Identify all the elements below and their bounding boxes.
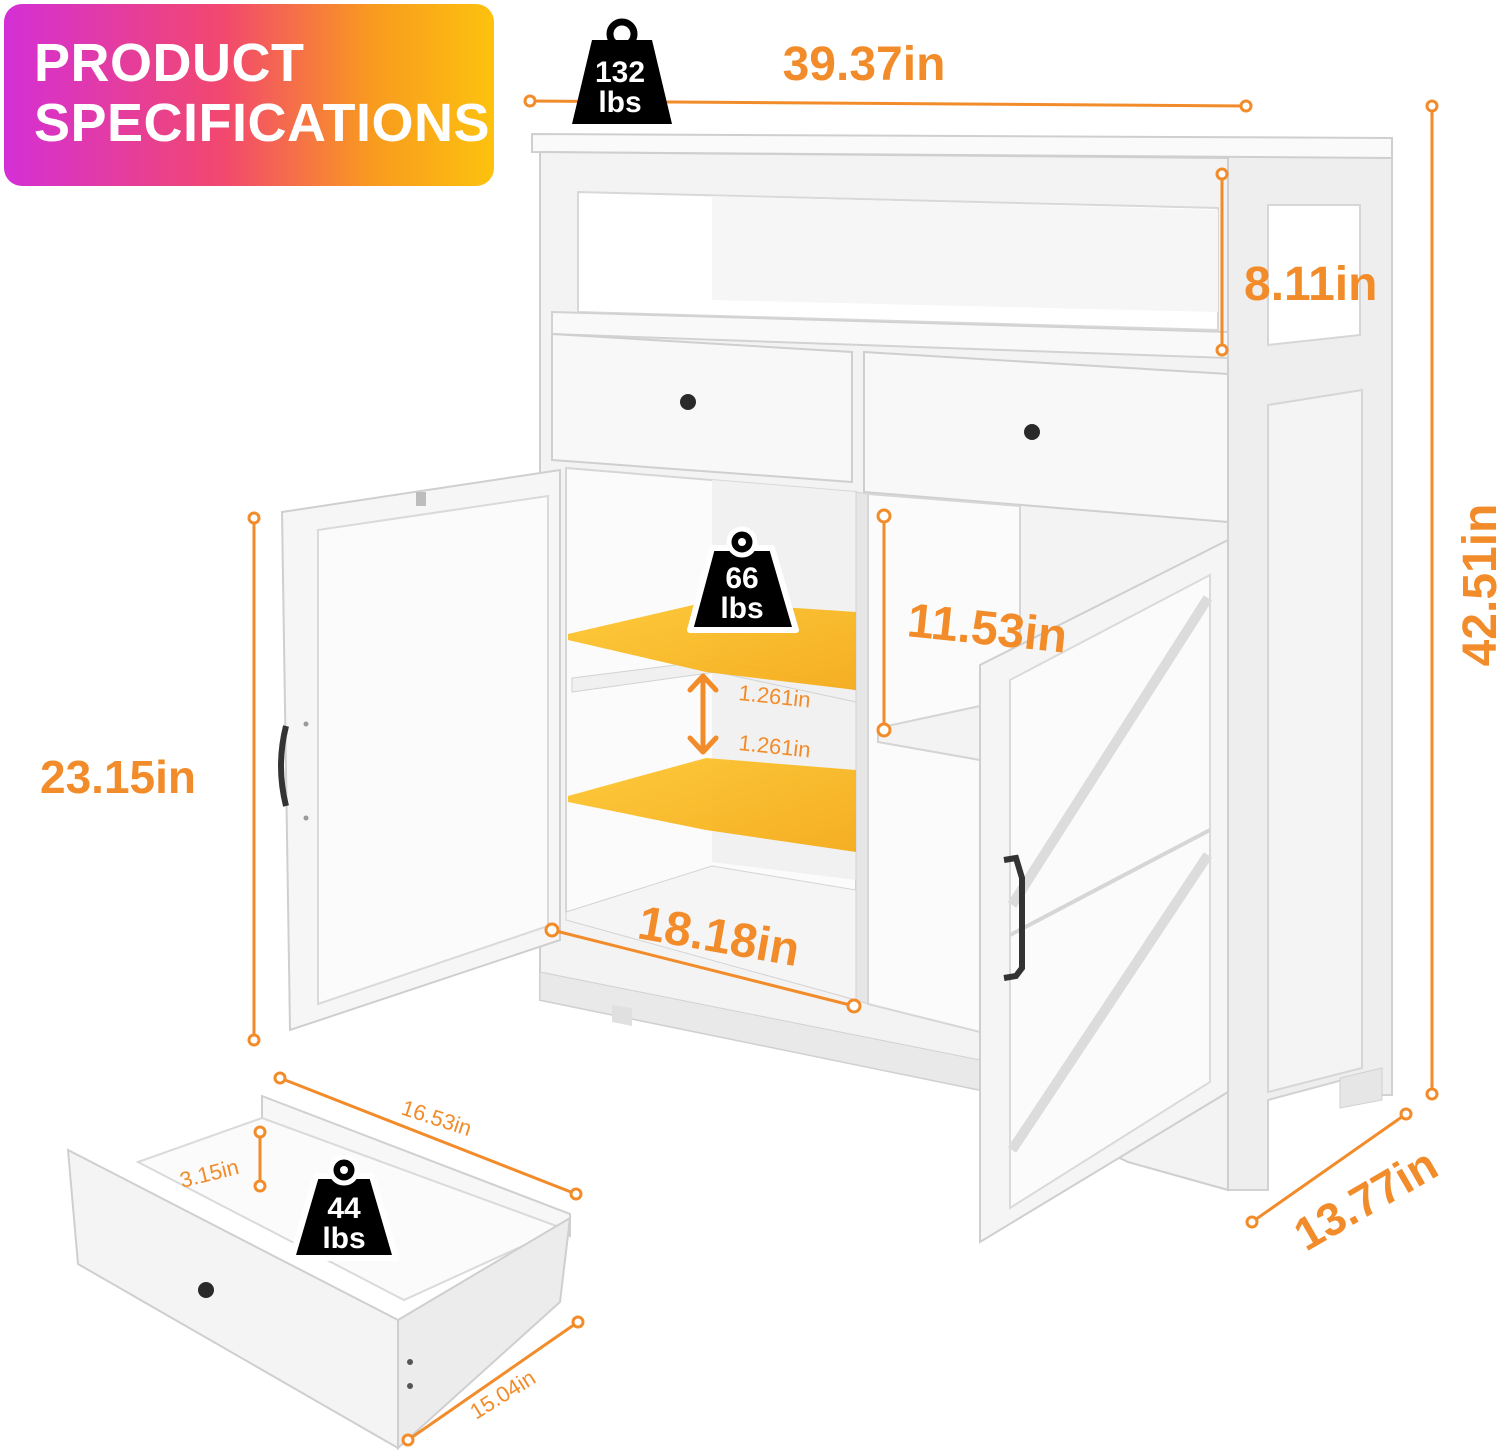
total-height-end-top <box>1425 99 1439 113</box>
label-total-height: 42.51in <box>1454 504 1500 667</box>
depth-end-left <box>1245 1215 1259 1229</box>
center-divider <box>855 491 869 1005</box>
weight-top-unit: lbs <box>598 86 641 119</box>
weight-badge-shelf: 66 lbs <box>687 526 799 633</box>
label-door-height: 23.15in <box>40 751 196 803</box>
drawer-knob[interactable] <box>198 1282 214 1298</box>
depth-end-right <box>1399 1107 1413 1121</box>
top-shelf-back <box>712 196 1218 312</box>
drawer-length-line <box>279 1076 577 1196</box>
middle-shelf-board <box>551 310 1229 360</box>
drawer-back <box>261 1094 571 1238</box>
drawer-width-line <box>407 1320 579 1442</box>
inner-width-line <box>551 928 855 1008</box>
left-door-hinge-1 <box>303 721 309 727</box>
left-door-inset <box>317 494 549 1006</box>
barn-brace-upper <box>1007 595 1213 908</box>
top-shelf-height-end-bottom <box>1215 343 1229 357</box>
barn-brace-lower <box>1007 852 1213 1153</box>
label-width: 39.37in <box>783 38 946 91</box>
top-shelf-height-end-top <box>1215 167 1229 181</box>
drawer-screw-1 <box>407 1359 413 1365</box>
product-specifications-banner: PRODUCT SPECIFICATIONS <box>4 4 494 186</box>
label-drawer-length: 16.53in <box>398 1095 474 1141</box>
inner-height-end-bottom <box>876 722 892 738</box>
right-door-inset <box>1009 573 1211 1210</box>
drawer-length-end-right <box>569 1187 583 1201</box>
right-drawer-knob[interactable] <box>1024 424 1040 440</box>
barn-middle-rail <box>1009 828 1211 937</box>
left-door-hinge-2 <box>303 815 309 821</box>
inner-width-end-right <box>846 998 862 1014</box>
weight-shelf-value: 66 <box>725 562 758 595</box>
side-panel-inset <box>1267 388 1363 1094</box>
left-door[interactable] <box>278 468 561 1032</box>
banner-title-line-1: PRODUCT <box>34 33 305 93</box>
right-drawer-front <box>863 350 1229 524</box>
width-end-right <box>1239 99 1253 113</box>
depth-line <box>1251 1112 1407 1224</box>
drawer-width-end-left <box>401 1433 415 1447</box>
shelf-highlight-lower <box>568 758 856 852</box>
inner-height-end-top <box>876 508 892 524</box>
banner-title-line-2: SPECIFICATIONS <box>34 93 491 153</box>
weight-drawer-value: 44 <box>327 1192 361 1225</box>
width-end-left <box>523 94 537 108</box>
weight-badge-top: 132 lbs <box>572 18 672 124</box>
base-foot-right <box>1339 1067 1383 1109</box>
inner-width-end-left <box>544 922 560 938</box>
left-drawer-knob[interactable] <box>680 394 696 410</box>
right-door-handle[interactable] <box>1003 854 1025 981</box>
left-door-handle[interactable] <box>278 725 289 807</box>
weight-badge-drawer: 44 lbs <box>289 1154 399 1261</box>
total-height-end-bottom <box>1425 1087 1439 1101</box>
cabinet-bottom-shelf <box>565 865 857 1001</box>
side-open-slot <box>1267 204 1361 347</box>
right-door[interactable] <box>979 538 1229 1244</box>
left-drawer-front <box>551 332 853 484</box>
label-depth: 13.77in <box>1285 1138 1446 1261</box>
weight-shelf-unit: lbs <box>720 592 763 625</box>
weight-drawer-unit: lbs <box>322 1222 365 1255</box>
label-top-shelf-height: 8.11in <box>1244 258 1377 311</box>
drawer-width-end-right <box>571 1315 585 1329</box>
drawer-height-end-bottom <box>253 1179 267 1193</box>
left-door-latch <box>416 492 426 506</box>
door-height-end-top <box>247 511 261 525</box>
shelf-gap-arrow <box>687 673 719 755</box>
weight-top-value: 132 <box>595 56 645 89</box>
drawer-height-end-top <box>253 1125 267 1139</box>
cabinet-top <box>531 132 1393 160</box>
drawer-side <box>397 1216 572 1451</box>
drawer-screw-2 <box>407 1383 413 1389</box>
drawer-length-end-left <box>273 1071 287 1085</box>
base-foot-left <box>612 1005 632 1026</box>
door-height-end-bottom <box>247 1033 261 1047</box>
